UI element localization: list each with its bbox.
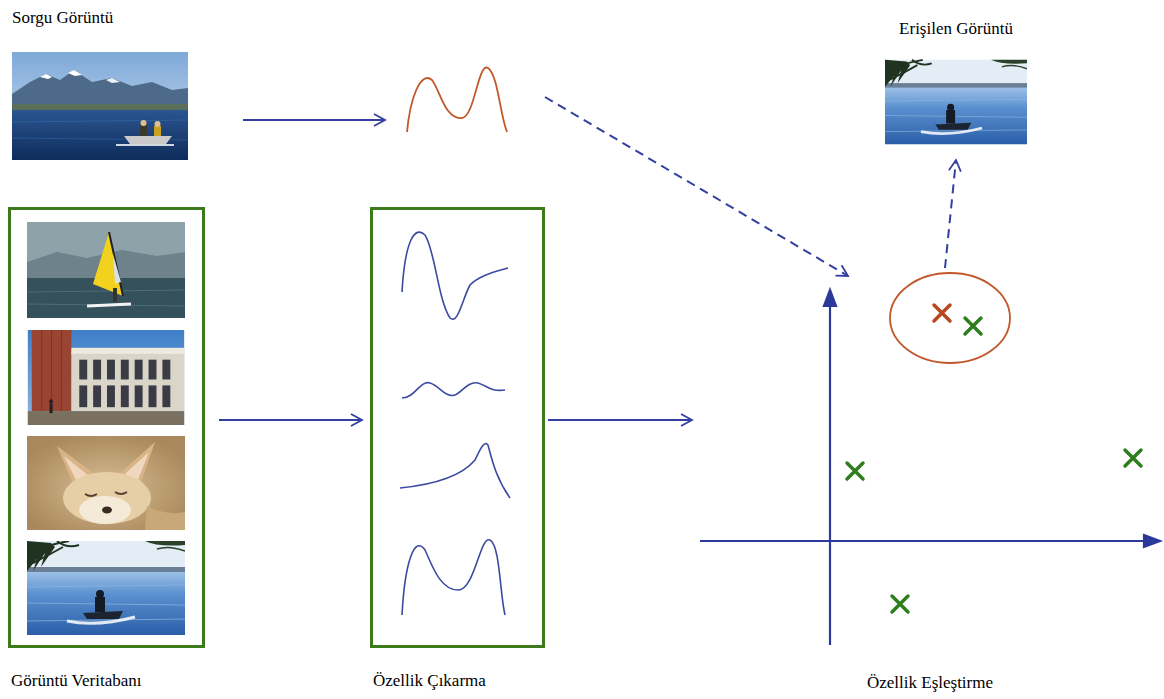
node-label: Görüntü Veritabanı <box>11 671 141 691</box>
flow-arrow <box>945 160 956 268</box>
database-photo <box>27 541 185 635</box>
retrieved-image: Erişilen Görüntü <box>885 52 1027 152</box>
database-box: Görüntü Veritabanı <box>8 207 205 648</box>
node-label: Özellik Çıkarma <box>373 671 486 691</box>
database-photo <box>28 330 184 425</box>
database-photo <box>27 436 185 530</box>
database-photo <box>27 222 185 318</box>
feature-axes <box>700 290 1160 645</box>
caption-text: Özellik Eşleştirme <box>867 673 993 693</box>
query-arrow <box>243 119 385 121</box>
feature-curves <box>400 232 510 615</box>
caption-text: Görüntü Veritabanı <box>11 671 141 691</box>
flow-arrow <box>219 419 362 421</box>
feature-space: Özellik Eşleştirme <box>700 268 1160 668</box>
flow-arrow <box>548 419 692 421</box>
node-label: Özellik Eşleştirme <box>867 673 993 693</box>
query-image: Sorgu Görüntü <box>12 52 188 160</box>
node-label: Erişilen Görüntü <box>899 19 1013 39</box>
query-photo <box>12 52 188 160</box>
query-feature-curve <box>407 68 507 132</box>
feature-points <box>847 318 1141 612</box>
query-match-arrow <box>545 97 848 276</box>
feature-box: Özellik Çıkarma <box>370 207 545 648</box>
caption-text: Özellik Çıkarma <box>373 671 486 691</box>
caption-text: Sorgu Görüntü <box>12 8 113 28</box>
node-label: Sorgu Görüntü <box>12 8 113 28</box>
query-point <box>934 305 950 321</box>
match-circle <box>890 273 1010 363</box>
retrieved-photo <box>885 60 1027 144</box>
caption-text: Erişilen Görüntü <box>899 19 1013 39</box>
